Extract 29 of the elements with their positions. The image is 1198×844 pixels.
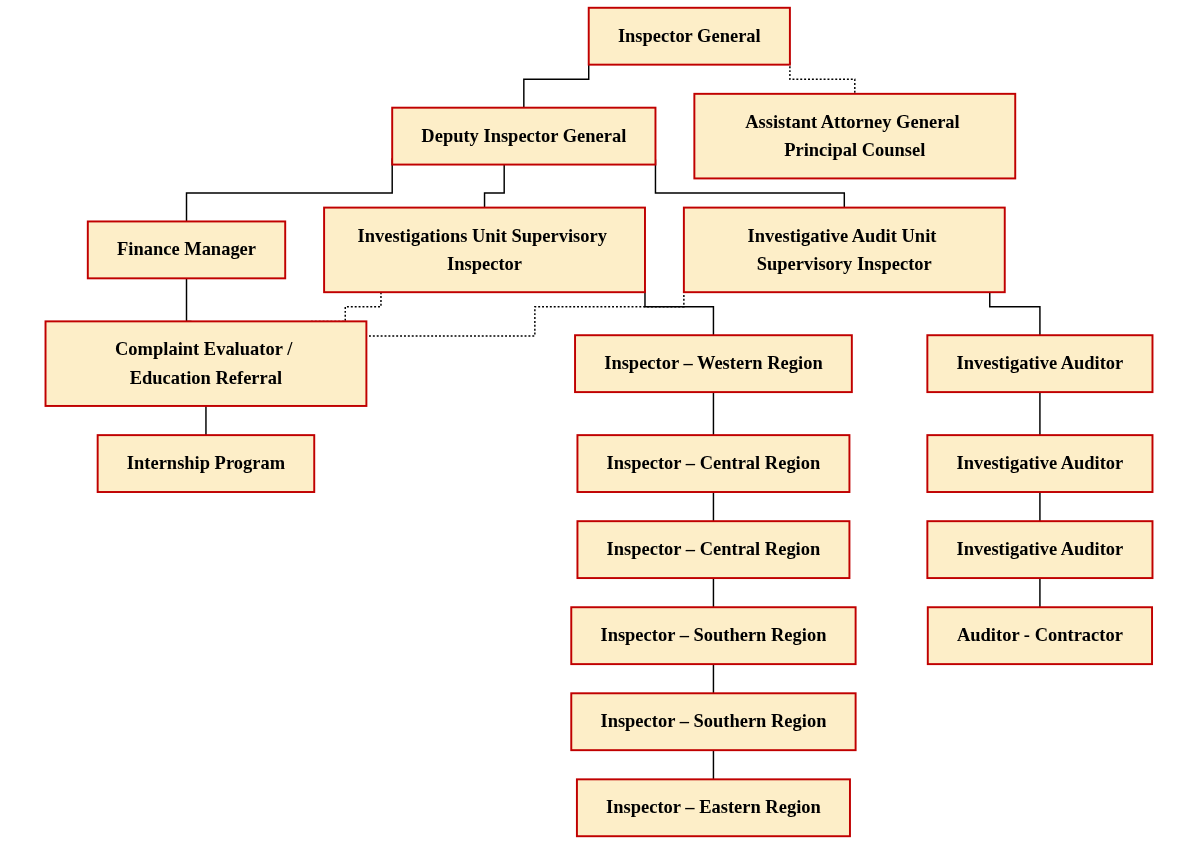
node-box: Inspector – Central Region <box>576 434 851 493</box>
connector <box>712 749 715 781</box>
node-box: Finance Manager <box>86 220 287 280</box>
connector <box>1039 391 1041 436</box>
connector <box>1039 491 1041 522</box>
node-box: Investigative Auditor <box>926 334 1154 394</box>
node-box: Investigative Auditor <box>926 520 1154 580</box>
node-box: Inspector – Southern Region <box>570 692 857 752</box>
connector <box>989 291 1041 336</box>
connector <box>712 391 715 436</box>
connector <box>712 577 715 608</box>
node-box: Inspector – Eastern Region <box>575 778 851 838</box>
node-box: Assistant Attorney General Principal Counsel <box>693 92 1017 180</box>
connector <box>483 163 505 209</box>
node-box: Complaint Evaluator / Education Referral <box>44 320 368 407</box>
node-box: Investigative Audit Unit Supervisory Inspector <box>682 206 1006 294</box>
connector <box>205 405 207 436</box>
node-box: Inspector – Western Region <box>574 334 853 394</box>
node-box: Inspector – Central Region <box>576 520 851 580</box>
node-box: Auditor - Contractor <box>926 606 1153 666</box>
node-box: Inspector General <box>587 6 791 66</box>
connector <box>712 663 715 694</box>
node-box: Deputy Inspector General <box>391 106 657 166</box>
node-box: Internship Program <box>96 434 316 493</box>
node-box: Investigative Auditor <box>926 434 1154 493</box>
node-box: Inspector – Southern Region <box>570 606 857 666</box>
connector <box>1039 577 1041 608</box>
connector <box>712 491 715 522</box>
node-box: Investigations Unit Supervisory Inspector <box>323 206 646 294</box>
